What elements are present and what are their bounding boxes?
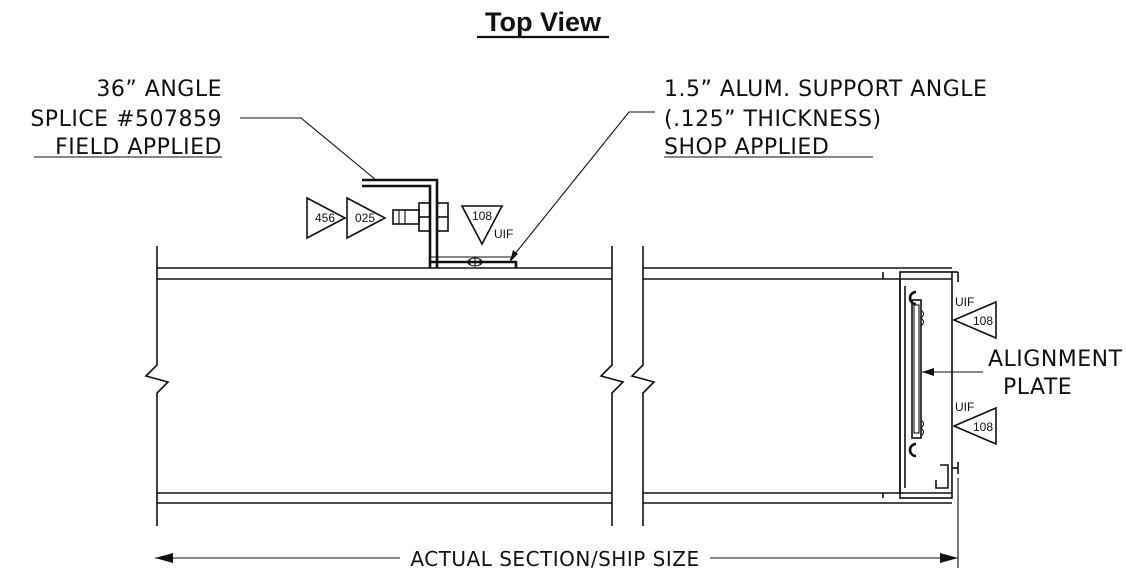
- support-angle-line3: SHOP APPLIED: [664, 135, 829, 160]
- support-angle-leader: [509, 111, 655, 261]
- dimension-line: ACTUAL SECTION/SHIP SIZE: [155, 478, 959, 571]
- plate-weld-bottom: [920, 419, 925, 437]
- bolt-shank: [392, 209, 420, 225]
- uif-right-1-label: UIF: [955, 295, 974, 309]
- dimension-arrow-left: [155, 553, 173, 563]
- weld-tags-right: UIF 108 UIF 108: [951, 295, 997, 446]
- alignment-plate-line1: ALIGNMENT: [988, 347, 1123, 372]
- support-angle-line2: (.125” THICKNESS): [664, 107, 882, 132]
- tag-108-right-1-label: 108: [973, 314, 993, 328]
- support-angle-arrowhead: [510, 250, 518, 262]
- weld-tags-top: 456 025 108 UIF: [306, 196, 513, 246]
- tag-108-right-1-triangle: [951, 300, 997, 340]
- support-angle-callout: 1.5” ALUM. SUPPORT ANGLE (.125” THICKNES…: [509, 77, 987, 262]
- angle-splice-callout: 36” ANGLE SPLICE #507859 FIELD APPLIED: [30, 77, 377, 181]
- end-frame-outline: [899, 271, 953, 499]
- uif-top-label: UIF: [494, 227, 513, 241]
- alignment-plate-inner: [913, 304, 920, 434]
- tag-025-triangle: [346, 196, 387, 240]
- angle-splice-line1: 36” ANGLE: [96, 77, 222, 102]
- plate-weld-top: [920, 309, 925, 327]
- uif-right-2-label: UIF: [955, 400, 974, 414]
- angle-splice-line3: FIELD APPLIED: [55, 135, 222, 160]
- alignment-plate-callout: ALIGNMENT PLATE: [922, 347, 1123, 400]
- middle-break-line-right: [630, 246, 656, 526]
- clip-top: [908, 290, 917, 306]
- alignment-plate-line2: PLATE: [1003, 375, 1072, 400]
- tag-108-right-2-triangle: [951, 406, 997, 446]
- tag-108-top-label: 108: [472, 209, 492, 223]
- angle-splice-outer: [362, 178, 439, 268]
- tag-108-top-triangle: [460, 205, 504, 246]
- dimension-arrow-right: [940, 553, 958, 563]
- clip-bottom: [908, 442, 917, 458]
- tag-456-label: 456: [315, 211, 335, 225]
- end-frame-hook: [935, 464, 949, 489]
- beam-section: [144, 246, 952, 526]
- middle-break-line-left: [599, 246, 625, 526]
- dimension-label: ACTUAL SECTION/SHIP SIZE: [410, 547, 699, 571]
- left-break-line: [144, 246, 170, 526]
- angle-splice: [362, 178, 518, 268]
- angle-splice-line2: SPLICE #507859: [30, 107, 222, 132]
- tag-456-triangle: [306, 196, 347, 240]
- support-angle-line1: 1.5” ALUM. SUPPORT ANGLE: [664, 77, 987, 102]
- support-angle: [430, 260, 518, 268]
- tag-025-label: 025: [355, 211, 375, 225]
- alignment-plate-arrowhead: [922, 368, 934, 376]
- drawing-title: Top View: [485, 7, 602, 37]
- tag-108-right-2-label: 108: [973, 420, 993, 434]
- angle-splice-inner: [362, 184, 432, 268]
- alignment-plate: [911, 299, 922, 439]
- angle-splice-leader: [240, 117, 377, 181]
- end-frame-assembly: [882, 271, 959, 499]
